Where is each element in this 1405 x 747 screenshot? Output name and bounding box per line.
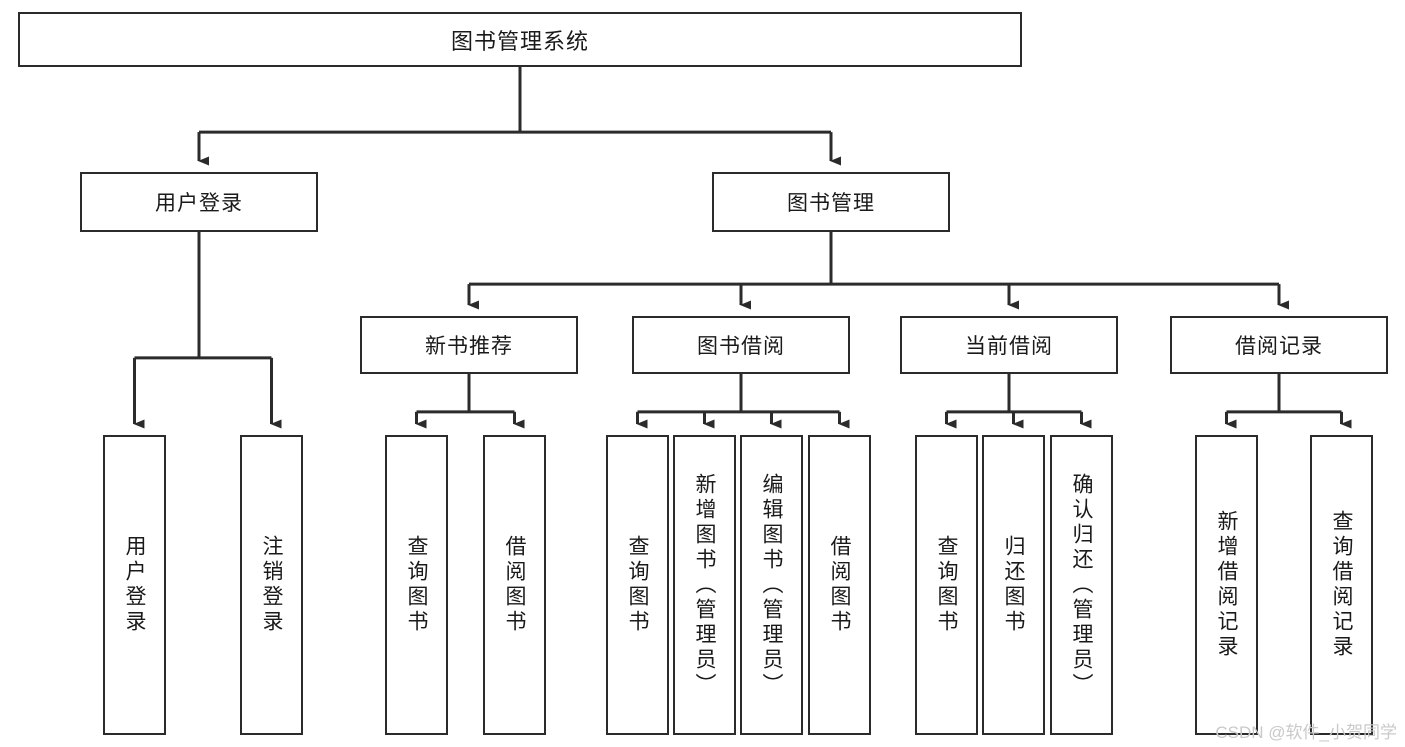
node-root: 图书管理系统 bbox=[18, 12, 1022, 67]
node-bookmgmt: 图书管理 bbox=[712, 172, 950, 232]
node-leaf-5: 查询图书 bbox=[606, 435, 669, 735]
node-leaf-1: 用户登录 bbox=[103, 435, 166, 735]
node-leaf-12: 新增借阅记录 bbox=[1195, 435, 1258, 735]
node-newbook: 新书推荐 bbox=[360, 316, 578, 374]
node-leaf-3: 查询图书 bbox=[385, 435, 448, 735]
node-leaf-8: 借阅图书 bbox=[808, 435, 871, 735]
node-leaf-11: 确认归还（管理员） bbox=[1050, 435, 1113, 735]
node-leaf-13: 查询借阅记录 bbox=[1310, 435, 1373, 735]
node-login: 用户登录 bbox=[80, 172, 318, 232]
node-leaf-7: 编辑图书（管理员） bbox=[740, 435, 803, 735]
node-records: 借阅记录 bbox=[1170, 316, 1388, 374]
node-leaf-6: 新增图书（管理员） bbox=[673, 435, 736, 735]
node-leaf-9: 查询图书 bbox=[915, 435, 978, 735]
node-current: 当前借阅 bbox=[900, 316, 1118, 374]
node-leaf-2: 注销登录 bbox=[240, 435, 303, 735]
node-borrow: 图书借阅 bbox=[632, 316, 850, 374]
node-leaf-10: 归还图书 bbox=[982, 435, 1045, 735]
node-leaf-4: 借阅图书 bbox=[483, 435, 546, 735]
